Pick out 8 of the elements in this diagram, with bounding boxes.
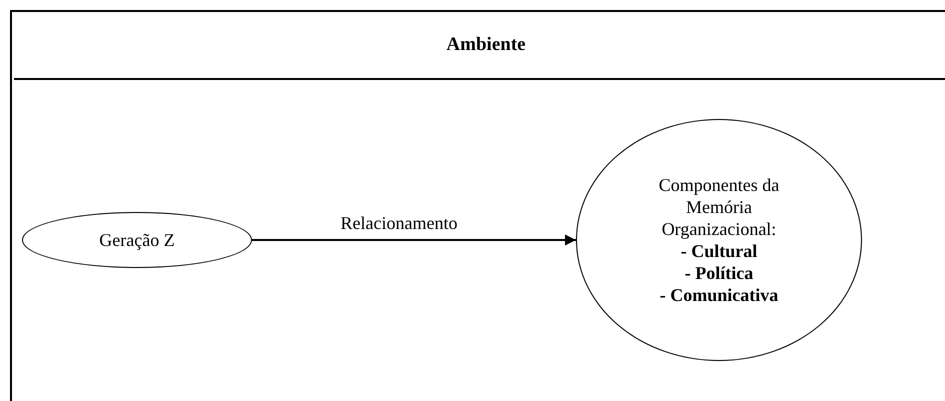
- list-item: - Comunicativa: [660, 284, 778, 306]
- node-label: Componentes da Memória Organizacional:: [658, 174, 780, 240]
- arrow: [252, 234, 576, 246]
- frame-box: [10, 10, 945, 401]
- node-label: Geração Z: [99, 229, 175, 251]
- list-item: - Cultural: [680, 240, 758, 262]
- heading: Ambiente: [446, 34, 526, 56]
- list-item: - Política: [684, 262, 754, 284]
